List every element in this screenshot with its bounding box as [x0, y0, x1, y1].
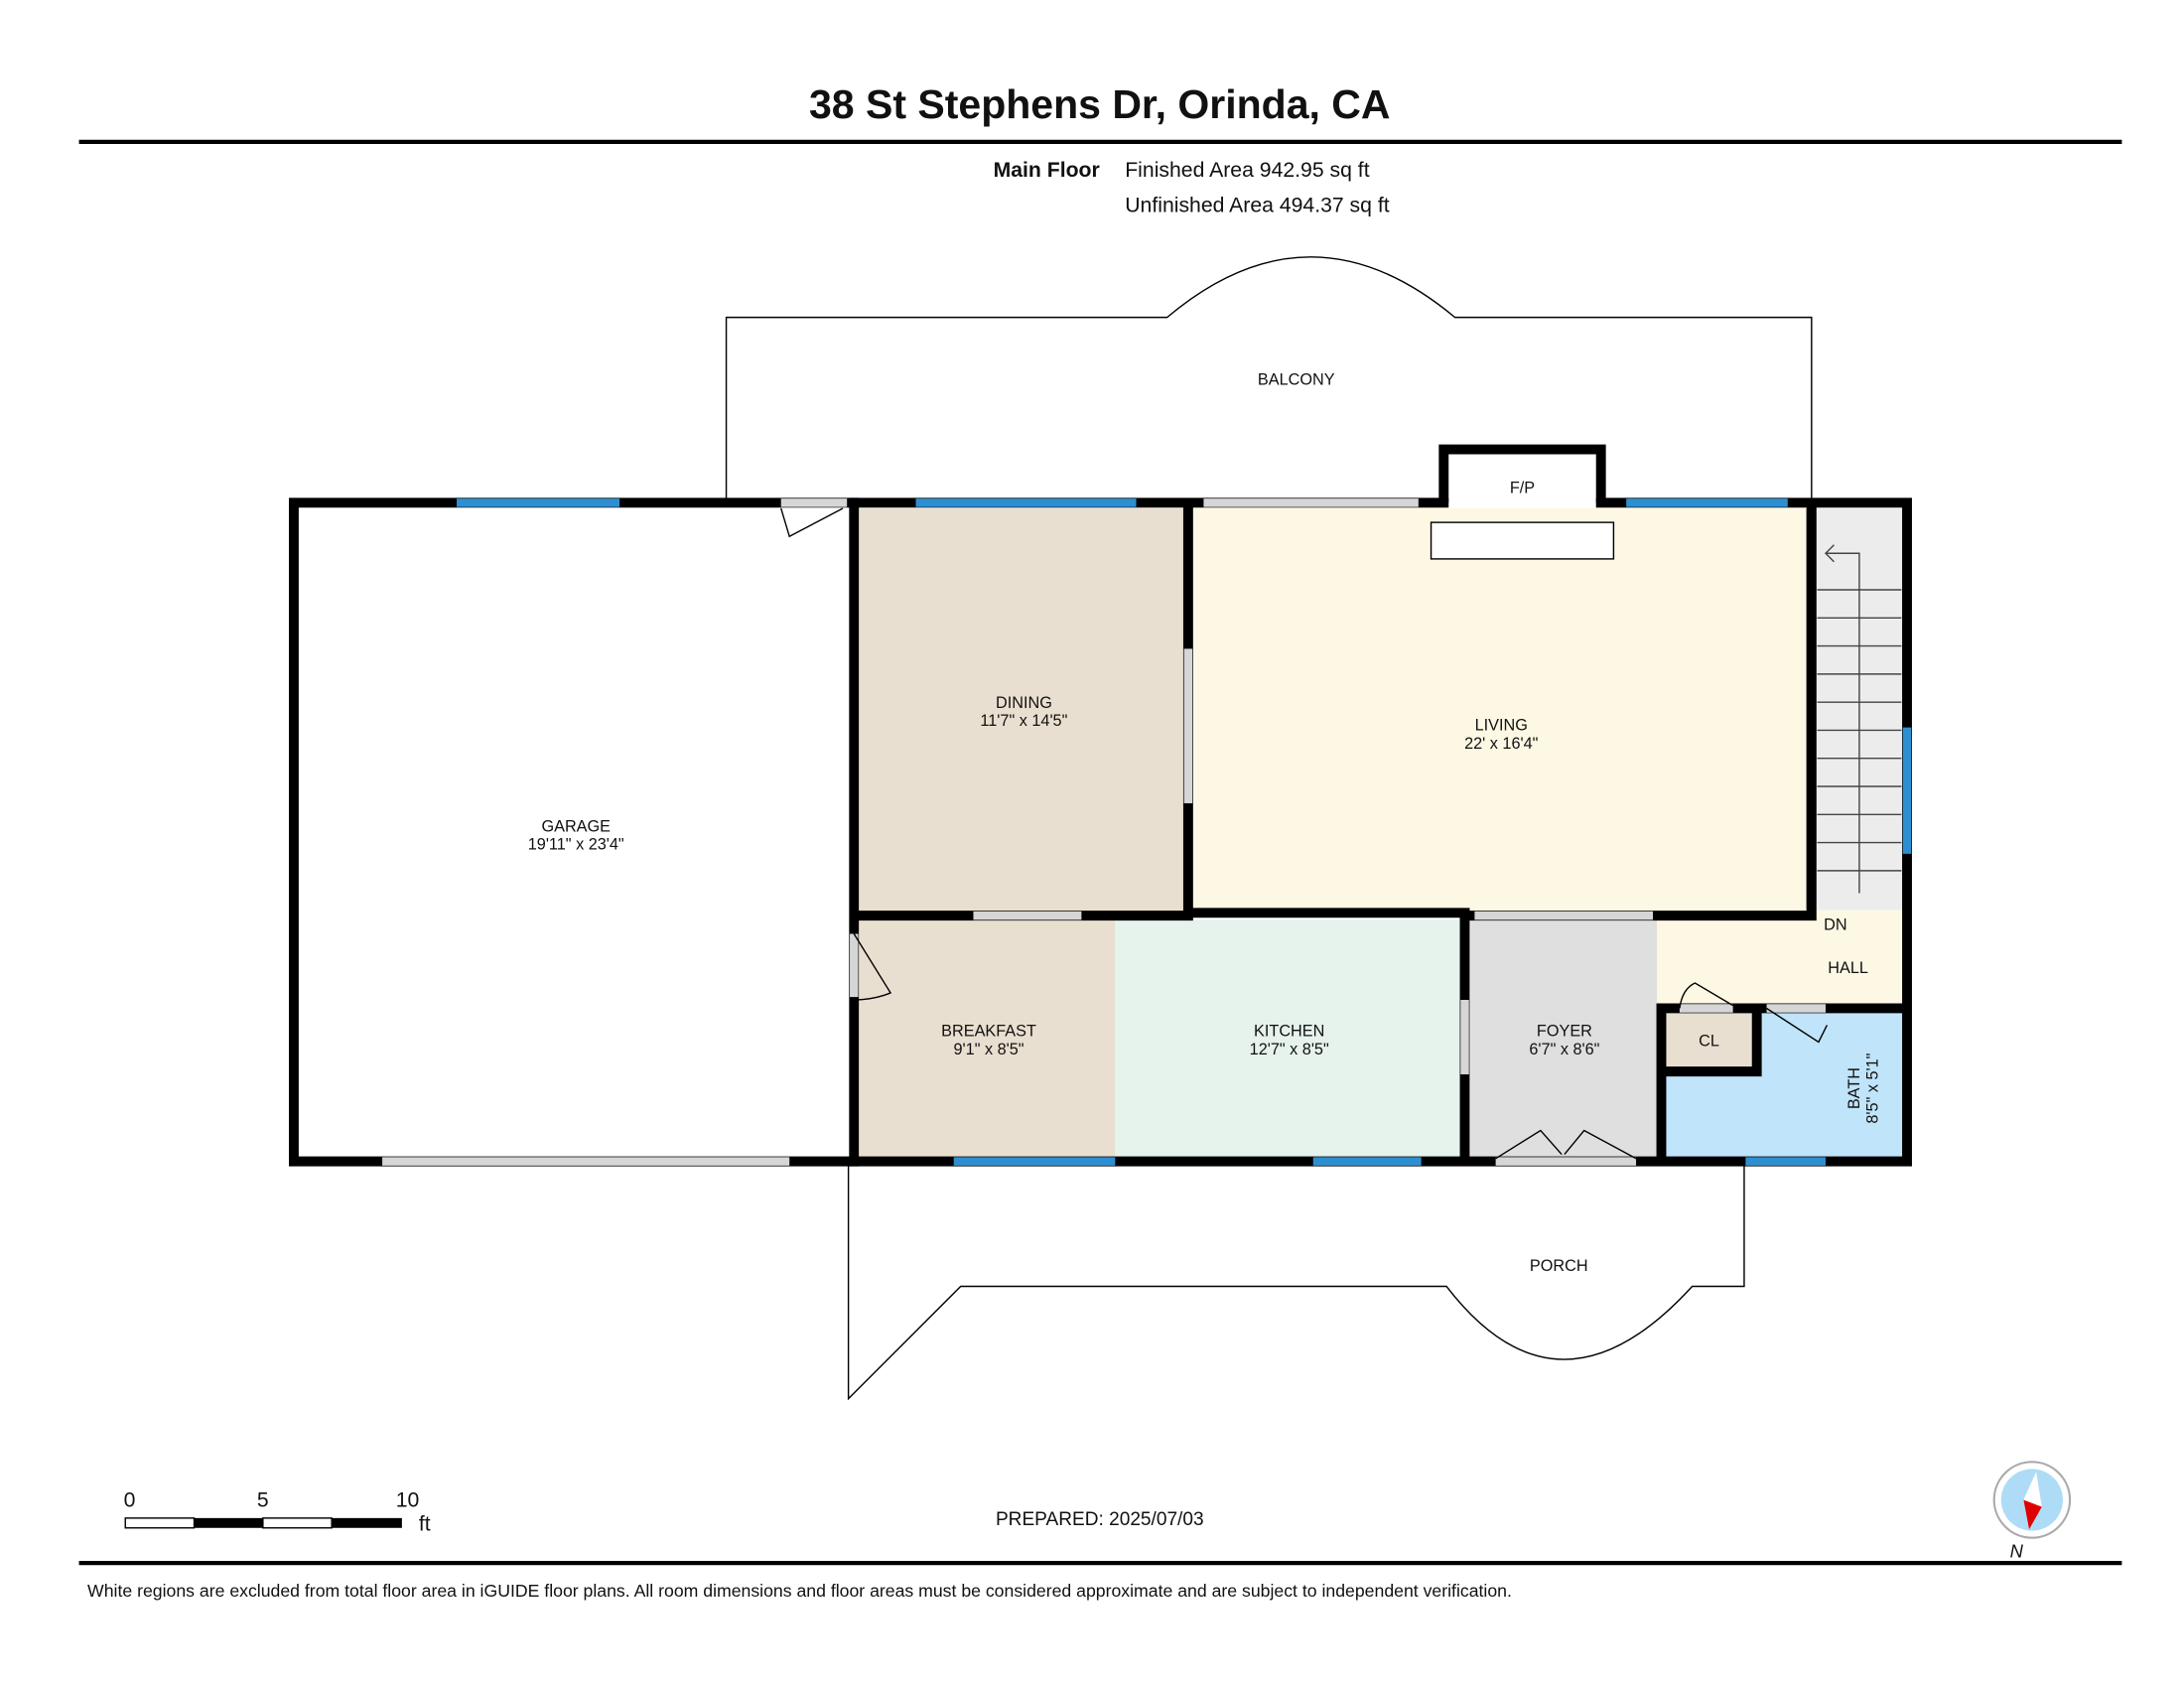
- windows: [457, 498, 1912, 1166]
- unfinished-area: Unfinished Area 494.37 sq ft: [1125, 195, 1390, 217]
- balcony-outline: [725, 256, 1813, 503]
- room-living: [1193, 507, 1808, 914]
- room-hall: [1657, 910, 1905, 1009]
- garage-name: GARAGE: [541, 817, 611, 835]
- page-title: 38 St Stephens Dr, Orinda, CA: [809, 81, 1391, 127]
- floor-name: Main Floor: [994, 159, 1100, 182]
- finished-area: Finished Area 942.95 sq ft: [1125, 159, 1369, 182]
- scale-bar: 0 5 10 ft: [124, 1489, 431, 1536]
- living-dims: 22' x 16'4": [1464, 735, 1539, 753]
- closet-name: CL: [1699, 1033, 1719, 1051]
- compass-icon: N: [1992, 1461, 2072, 1561]
- scale-unit: ft: [419, 1513, 431, 1536]
- stair-treads: [1817, 544, 1902, 894]
- room-kitchen: [1115, 919, 1465, 1159]
- scale-tick-10: 10: [396, 1489, 420, 1512]
- fireplace-label: F/P: [1510, 479, 1535, 496]
- disclaimer: White regions are excluded from total fl…: [87, 1581, 1512, 1601]
- foyer-name: FOYER: [1537, 1023, 1592, 1041]
- kitchen-dims: 12'7" x 8'5": [1250, 1041, 1329, 1058]
- foyer-dims: 6'7" x 8'6": [1529, 1041, 1599, 1058]
- door-swings: [780, 507, 1829, 1160]
- bath-name: BATH: [1845, 1067, 1863, 1109]
- stairs-dn-label: DN: [1824, 915, 1846, 933]
- living-name: LIVING: [1475, 716, 1528, 734]
- scale-tick-0: 0: [124, 1489, 136, 1512]
- scale-tick-5: 5: [257, 1489, 269, 1512]
- bath-dims: 8'5" x 5'1": [1863, 1053, 1881, 1123]
- room-dining: [859, 507, 1188, 914]
- compass-north-label: N: [2010, 1540, 2024, 1561]
- kitchen-name: KITCHEN: [1254, 1023, 1324, 1041]
- breakfast-name: BREAKFAST: [941, 1023, 1036, 1041]
- garage-dims: 19'11" x 23'4": [528, 836, 624, 854]
- hall-name: HALL: [1828, 959, 1868, 977]
- room-garage: [293, 502, 855, 1162]
- prepared-date: PREPARED: 2025/07/03: [996, 1509, 1204, 1530]
- breakfast-dims: 9'1" x 8'5": [954, 1041, 1024, 1058]
- room-foyer: [1470, 919, 1658, 1159]
- openings: [382, 498, 1826, 1166]
- room-breakfast: [859, 919, 1116, 1159]
- dining-name: DINING: [996, 694, 1052, 712]
- porch-outline: [847, 1161, 1745, 1401]
- balcony-label: BALCONY: [1258, 371, 1335, 389]
- dining-dims: 11'7" x 14'5": [980, 712, 1067, 730]
- porch-label: PORCH: [1530, 1257, 1588, 1275]
- room-closet: [1665, 1014, 1753, 1067]
- hearth: [1430, 521, 1615, 560]
- stairs: [1811, 507, 1905, 911]
